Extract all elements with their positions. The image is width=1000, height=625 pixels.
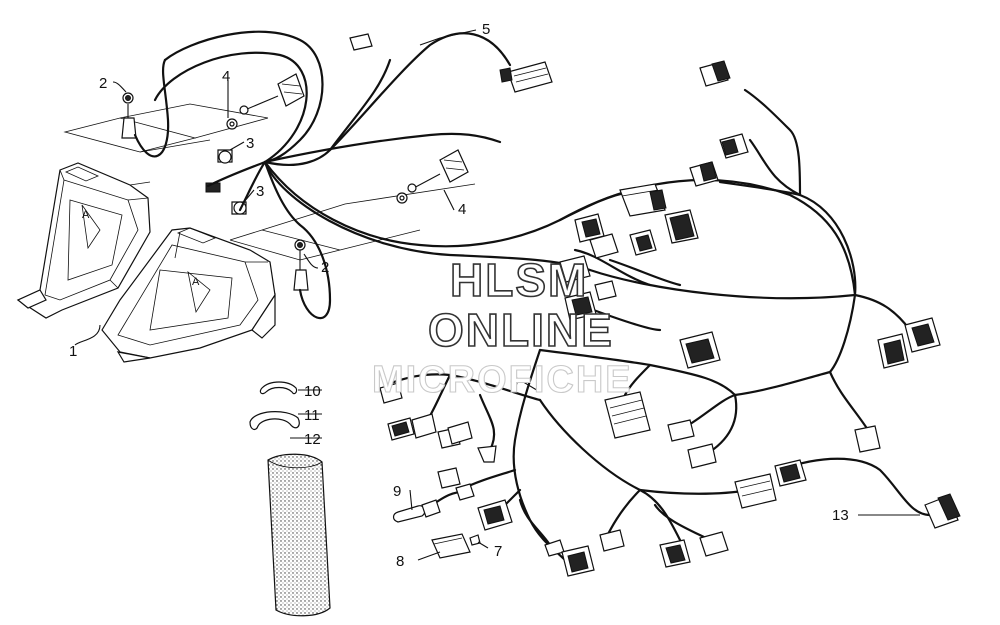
headlight-left: A bbox=[16, 162, 151, 319]
connector-lower-left bbox=[379, 382, 497, 463]
callout-7: 7 bbox=[494, 543, 502, 560]
callout-9: 9 bbox=[393, 483, 401, 500]
svg-text:A: A bbox=[192, 276, 200, 288]
callout-6: 6 bbox=[510, 373, 518, 390]
connector-right-cluster bbox=[854, 317, 941, 453]
headlight-assembly: A A bbox=[16, 103, 476, 363]
connector-center-stack bbox=[604, 331, 807, 509]
part-11-clamp bbox=[249, 411, 300, 431]
callout-4-lower: 4 bbox=[458, 201, 466, 218]
bulb-upper bbox=[205, 149, 233, 193]
watermark-line-3: MICROFICHE bbox=[372, 359, 633, 401]
callout-12: 12 bbox=[304, 431, 321, 448]
callout-3-lower: 3 bbox=[256, 183, 264, 200]
part-8-module bbox=[431, 533, 471, 559]
part-10-ring bbox=[259, 381, 298, 395]
callout-3-upper: 3 bbox=[246, 135, 254, 152]
callout-10: 10 bbox=[304, 383, 321, 400]
callout-2-lower: 2 bbox=[321, 259, 329, 276]
callout-2-upper: 2 bbox=[99, 75, 107, 92]
adjuster-upper bbox=[226, 73, 305, 130]
callout-13: 13 bbox=[832, 507, 849, 524]
connector-top-5 bbox=[349, 33, 553, 93]
callout-labels: 1 2 2 3 3 4 4 5 6 7 8 9 10 11 12 13 bbox=[69, 21, 849, 570]
connector-13 bbox=[924, 493, 961, 529]
part-7-resistor bbox=[469, 534, 481, 546]
part-12-sleeve bbox=[267, 453, 331, 617]
callout-5: 5 bbox=[482, 21, 490, 38]
leader-lines bbox=[74, 29, 920, 561]
callout-1: 1 bbox=[69, 343, 77, 360]
svg-text:A: A bbox=[82, 209, 90, 221]
callout-11: 11 bbox=[304, 407, 320, 424]
watermark-line-1: HLSM bbox=[450, 254, 588, 306]
connector-lower-center bbox=[437, 467, 729, 577]
connector-top-right bbox=[689, 60, 749, 187]
bulb-socket-lower bbox=[293, 239, 309, 291]
callout-8: 8 bbox=[396, 553, 404, 570]
headlight-right: A bbox=[101, 227, 276, 363]
connector-cluster-mid bbox=[559, 209, 699, 321]
callout-4-upper: 4 bbox=[222, 68, 230, 85]
watermark: HLSM ONLINE MICROFICHE bbox=[371, 253, 633, 401]
adjuster-lower bbox=[396, 149, 469, 204]
watermark-line-2: ONLINE bbox=[428, 304, 614, 356]
connector-relay-block bbox=[619, 183, 667, 217]
main-wire-harness bbox=[133, 30, 932, 562]
part-9-fuse bbox=[392, 499, 441, 523]
